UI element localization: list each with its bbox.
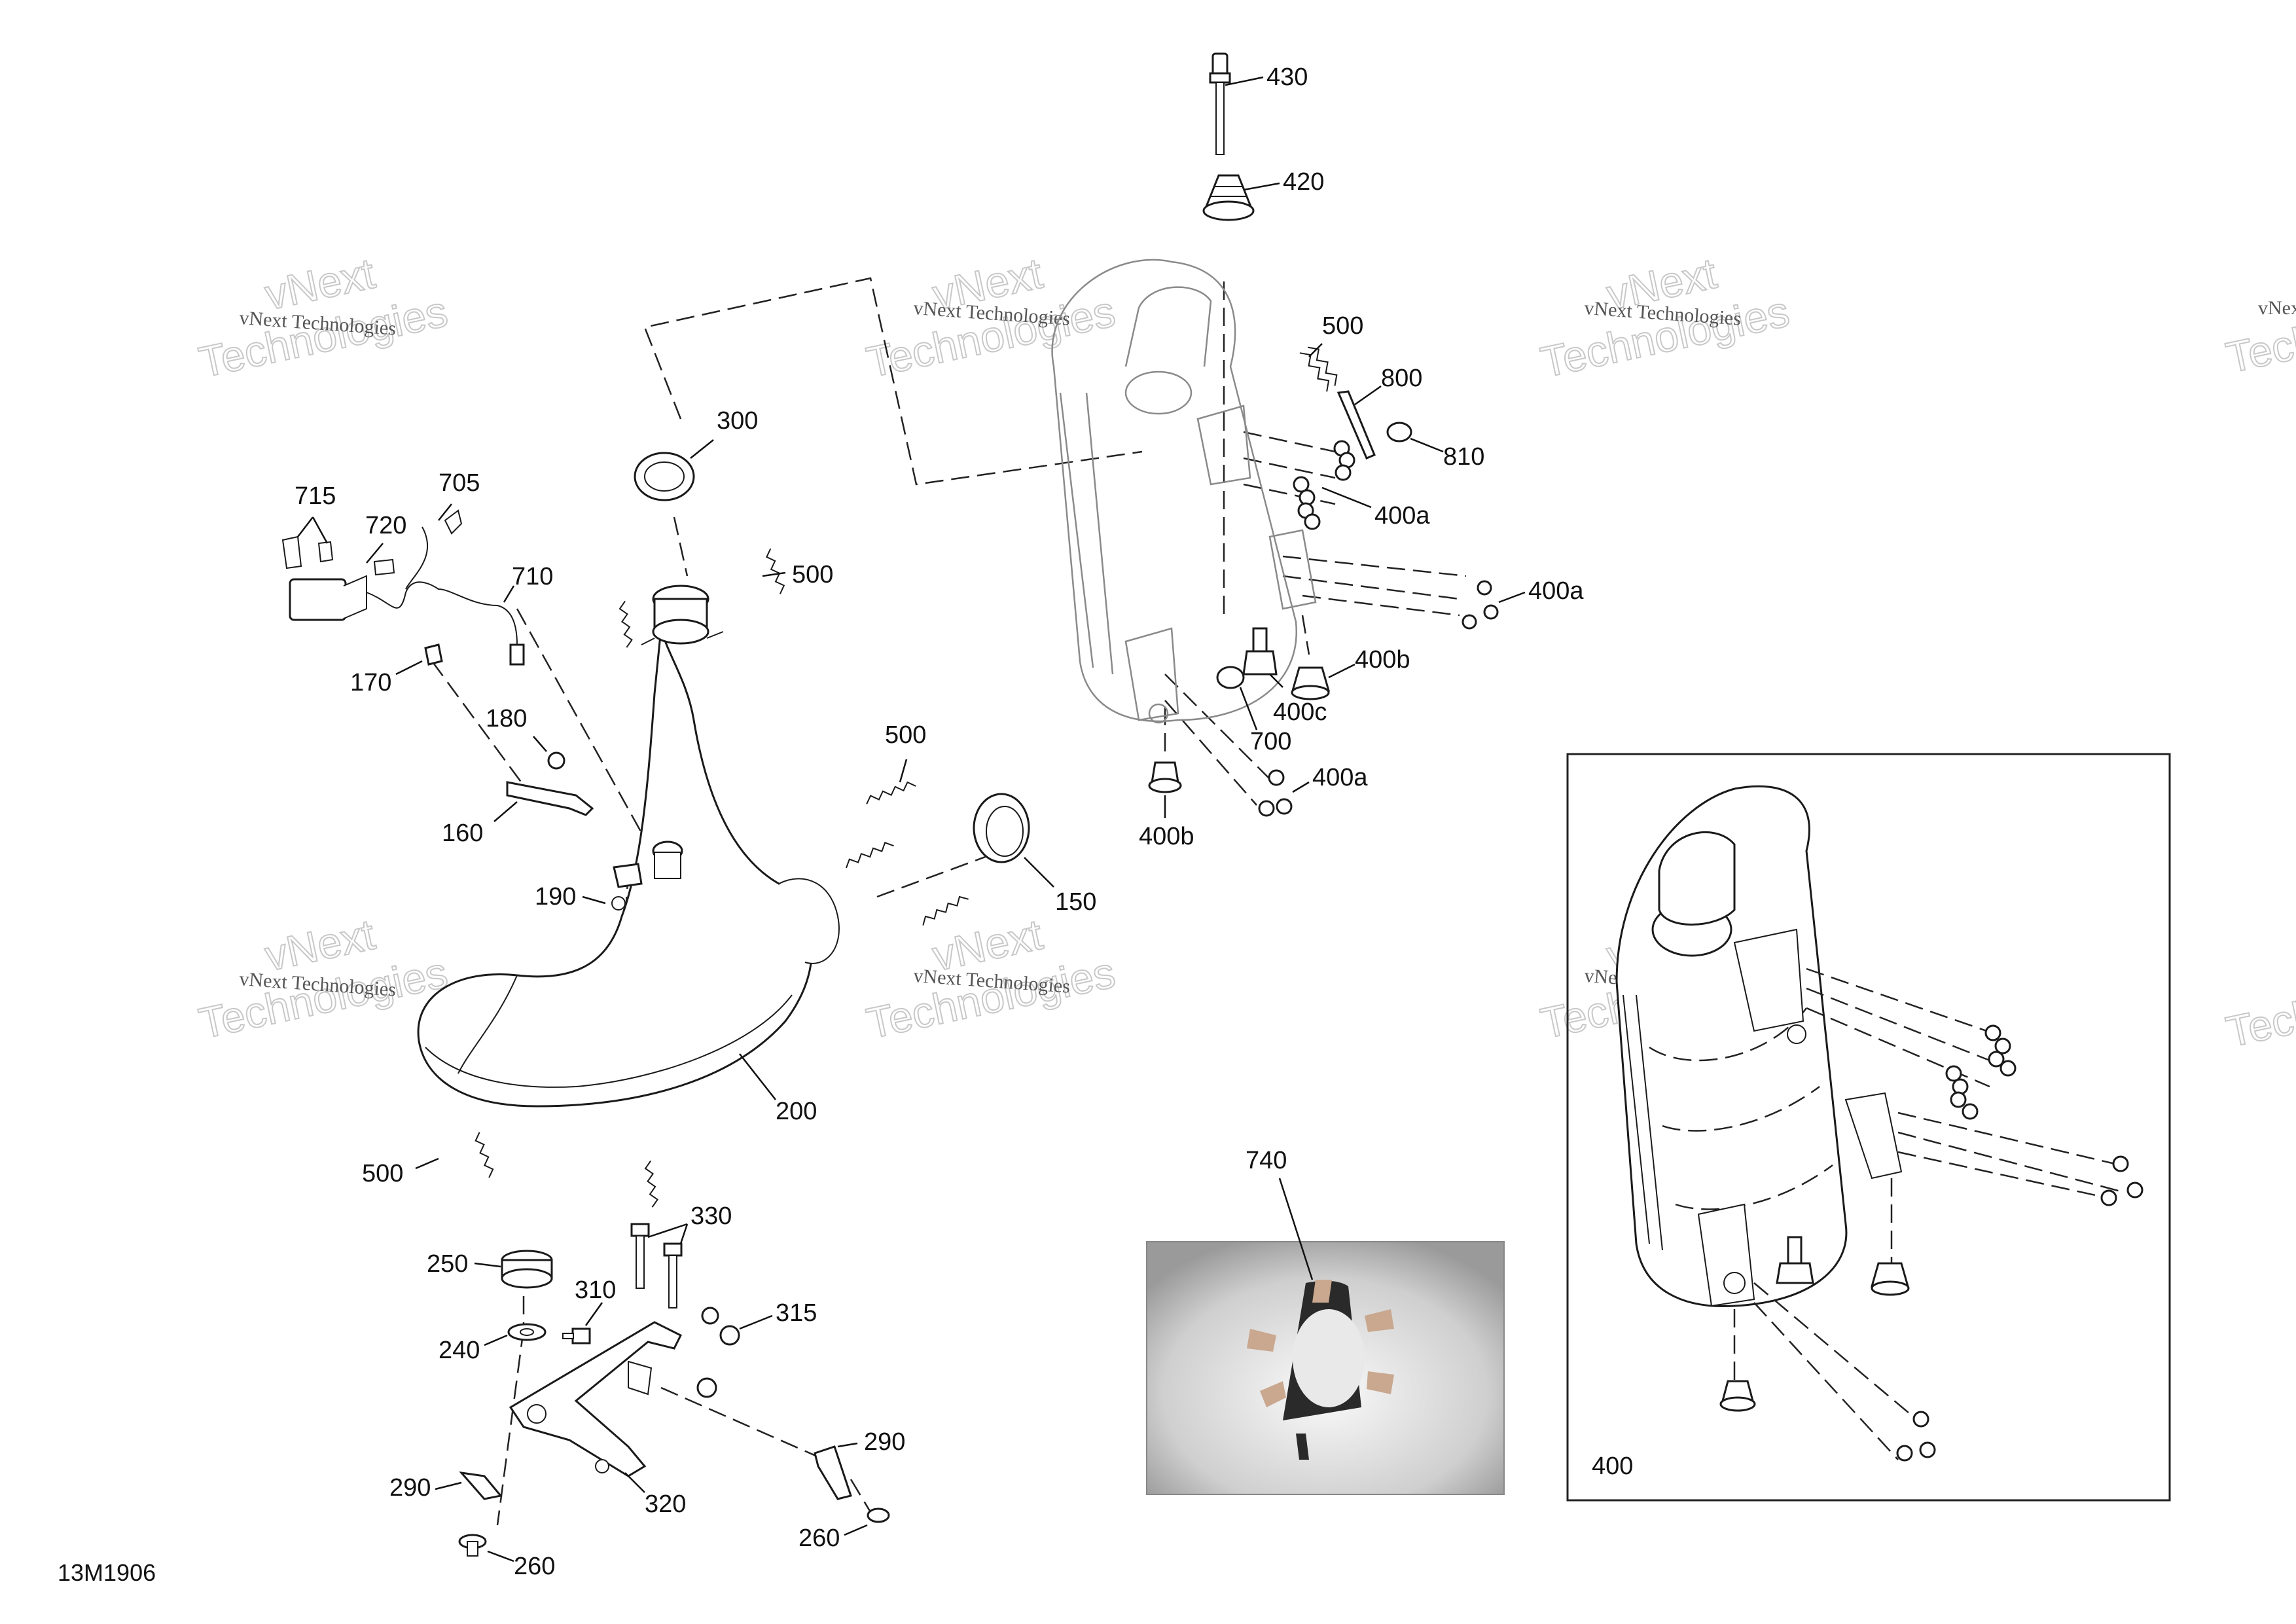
callout-180: 180 xyxy=(486,705,527,732)
bracket-160 xyxy=(493,781,594,822)
callout-400b-lower: 400b xyxy=(1139,823,1194,850)
spring-500-mid xyxy=(762,548,786,594)
callout-810: 810 xyxy=(1443,443,1484,471)
grommet-400b-upper xyxy=(1291,663,1355,700)
callout-800: 800 xyxy=(1381,365,1422,392)
document-ref: 13M1906 xyxy=(58,1559,156,1586)
callout-330: 330 xyxy=(691,1202,732,1230)
sensor-assembly xyxy=(281,503,525,676)
photo-740 xyxy=(1146,1178,1505,1495)
spacer-700 xyxy=(1216,666,1258,731)
callout-430: 430 xyxy=(1266,63,1308,91)
callout-150: 150 xyxy=(1055,888,1096,916)
callout-200: 200 xyxy=(776,1098,817,1125)
nuts-315 xyxy=(696,1307,773,1398)
ring-150 xyxy=(973,793,1054,888)
spring-500-right2 xyxy=(846,842,894,869)
guide-muffler-to-pipe xyxy=(643,277,1143,486)
callout-710: 710 xyxy=(512,563,553,590)
guide-bolts-400a-lower xyxy=(1164,674,1270,806)
guide-spring-150 xyxy=(876,850,1002,898)
nut-810 xyxy=(1386,422,1444,453)
watermark-line2: Technologies xyxy=(2222,956,2296,1056)
seal-300 xyxy=(634,439,714,501)
bracket-320 xyxy=(509,1321,683,1493)
bolts-400a-lower xyxy=(1258,769,1310,817)
callout-260-right: 260 xyxy=(798,1525,840,1552)
clip-290-right xyxy=(814,1442,858,1500)
muffler-main xyxy=(1051,259,1317,724)
callout-400c: 400c xyxy=(1273,698,1327,726)
bolts-400a-upper xyxy=(1293,440,1372,530)
callout-190: 190 xyxy=(535,883,576,911)
callout-500-top: 500 xyxy=(1322,312,1363,340)
grommet-420 xyxy=(1202,174,1280,221)
guide-400b-upper xyxy=(1301,615,1310,655)
grommet-400b-lower xyxy=(1148,761,1182,818)
callout-160: 160 xyxy=(442,820,483,847)
watermark-small: vNext Technologies xyxy=(2258,297,2296,319)
spring-500-bottom xyxy=(644,1160,658,1208)
callout-400a-mid: 400a xyxy=(1528,577,1584,605)
callout-500-right: 500 xyxy=(885,721,926,749)
bumper-250 xyxy=(474,1250,553,1289)
callout-400b-upper: 400b xyxy=(1355,646,1410,674)
spring-500-right3 xyxy=(922,895,969,926)
watermarks: vNext Technologies vNext Technologies vN… xyxy=(194,248,2296,1057)
callout-290-right: 290 xyxy=(864,1428,905,1456)
callout-170: 170 xyxy=(350,669,391,696)
guide-bracket-290b xyxy=(660,1386,825,1461)
rivet-260-left xyxy=(458,1534,514,1562)
callout-310: 310 xyxy=(575,1276,616,1304)
callout-400a-upper: 400a xyxy=(1374,502,1430,530)
callout-500-bottom: 500 xyxy=(362,1160,403,1187)
callout-250: 250 xyxy=(427,1250,468,1278)
callout-500-mid: 500 xyxy=(792,561,833,588)
callout-labels: 430 420 500 800 810 400a 400a 400b 400c … xyxy=(295,63,1584,1580)
bolt-310 xyxy=(562,1302,603,1344)
nut-180 xyxy=(533,736,565,770)
guide-710-190 xyxy=(516,608,649,845)
guide-260b xyxy=(850,1479,872,1513)
stud-400c xyxy=(1242,627,1283,688)
guide-bracket-290 xyxy=(496,1328,525,1526)
callout-300: 300 xyxy=(717,407,758,435)
callout-240: 240 xyxy=(439,1337,480,1364)
exhaust-pipe-200 xyxy=(417,585,840,1108)
callout-740: 740 xyxy=(1246,1147,1287,1174)
assembly-guides xyxy=(431,277,1467,1526)
guide-bolts-400a-mid xyxy=(1282,555,1467,617)
washer-240 xyxy=(484,1323,547,1346)
spring-500-left xyxy=(619,600,633,648)
clip-290-left xyxy=(435,1471,503,1500)
guide-seal-300 xyxy=(673,516,689,577)
callout-715: 715 xyxy=(295,482,336,510)
inset-400: 400 xyxy=(1566,753,2171,1502)
rivet-260-right xyxy=(844,1507,890,1536)
bolts-400a-mid xyxy=(1462,580,1526,630)
spring-clip-800 xyxy=(1336,385,1382,460)
clamp-190 xyxy=(582,840,683,911)
callout-705: 705 xyxy=(439,469,480,497)
guide-bolts-400a-upper xyxy=(1243,431,1336,505)
callout-290-left: 290 xyxy=(389,1474,431,1502)
bolts-330 xyxy=(630,1223,689,1308)
spring-500-bottom-left xyxy=(415,1132,494,1178)
callout-320: 320 xyxy=(645,1490,686,1518)
spring-500-right1 xyxy=(866,759,916,804)
bolt-430 xyxy=(1209,52,1264,155)
inset-label: 400 xyxy=(1592,1453,1633,1480)
callout-720: 720 xyxy=(365,512,406,539)
callout-700: 700 xyxy=(1250,728,1291,755)
spring-500-top xyxy=(1299,343,1338,392)
callout-400a-lower: 400a xyxy=(1312,764,1368,791)
callout-315: 315 xyxy=(776,1299,817,1327)
callout-260-left: 260 xyxy=(514,1553,555,1580)
callout-420: 420 xyxy=(1283,168,1324,196)
